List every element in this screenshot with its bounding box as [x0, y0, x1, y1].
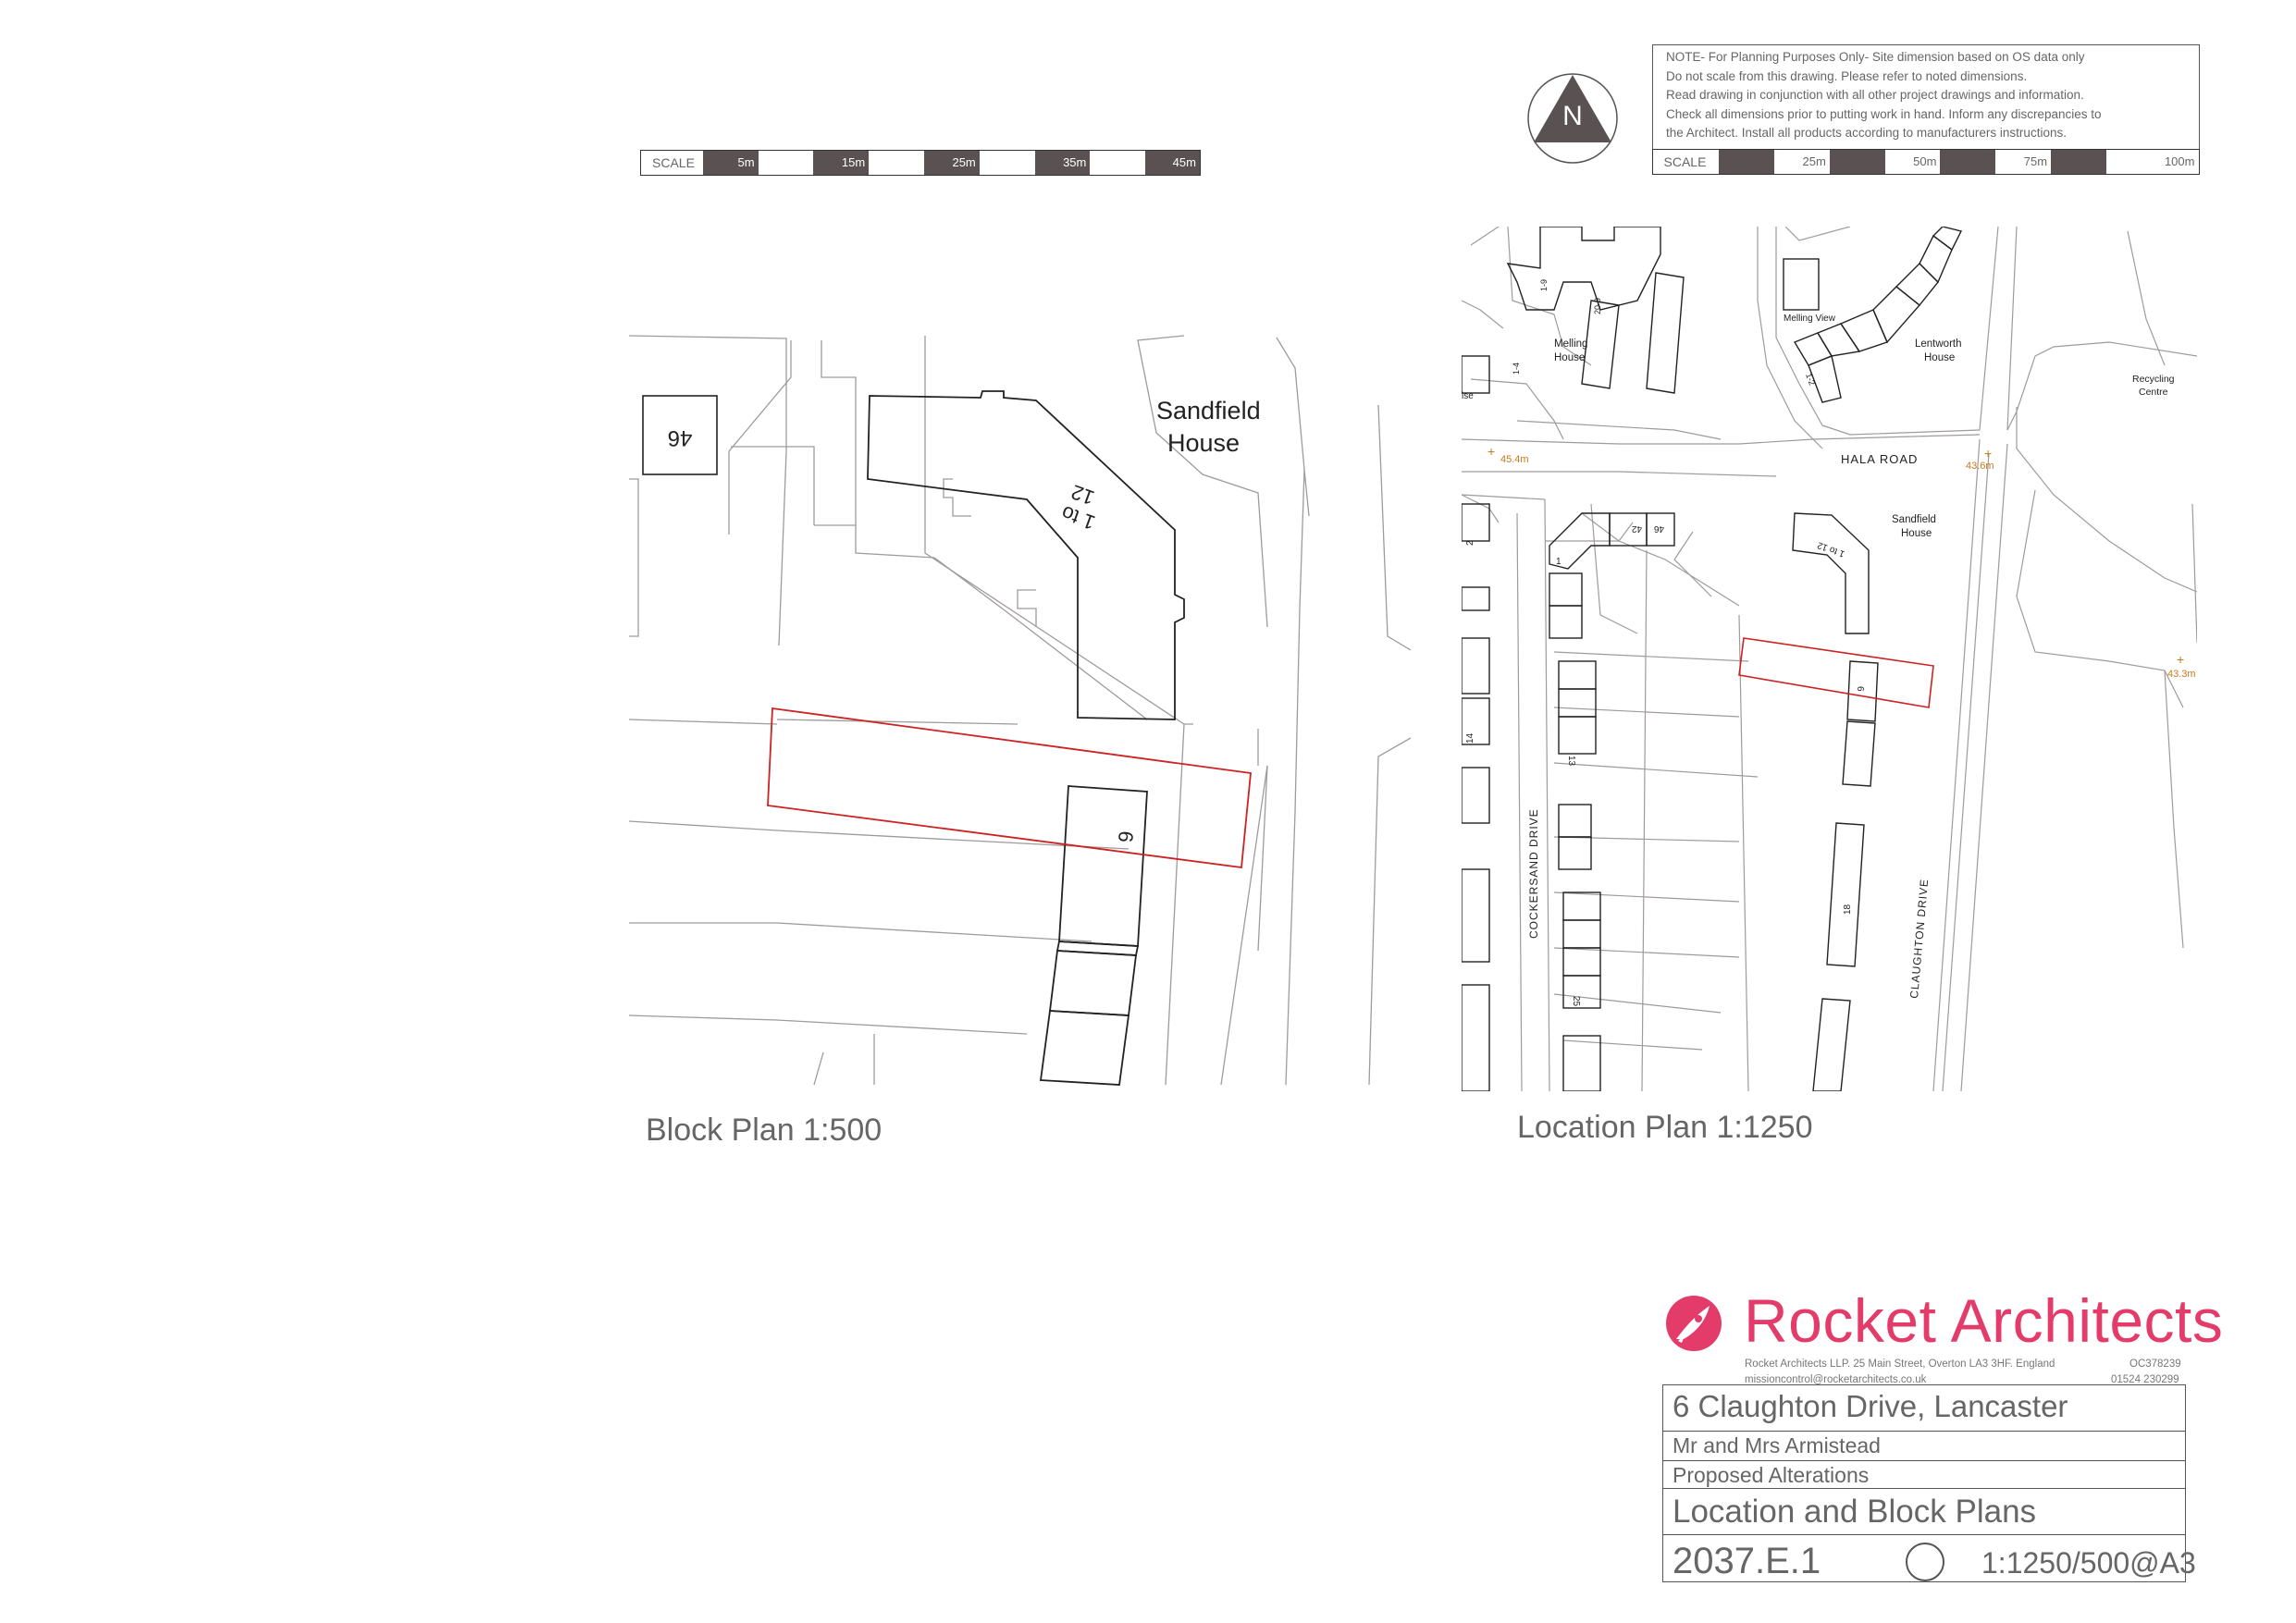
drawing-description: Proposed Alterations — [1673, 1463, 1870, 1487]
level-45-4-label: 45.4m — [1500, 454, 1529, 465]
drawing-title: Location and Block Plans — [1673, 1494, 2037, 1530]
drawing-scale: 1:1250/500@A3 — [1981, 1546, 2196, 1580]
level-43-3-label: 43.3m — [2167, 669, 2196, 680]
house-2-label: 2 — [1465, 540, 1475, 546]
house-1-9-label: 1-9 — [1539, 279, 1549, 291]
level-marker-icon: + — [1984, 446, 1992, 461]
note-line: Check all dimensions prior to putting wo… — [1666, 106, 2102, 121]
hala-road-label: HALA ROAD — [1841, 452, 1918, 466]
sandfield-house-label-1: Sandfield — [1156, 397, 1261, 424]
notes-text: NOTE- For Planning Purposes Only- Site d… — [1666, 48, 2101, 143]
location-plan-drawing: Melling House Melling View Lentworth Hou… — [1462, 227, 2197, 1091]
level-marker-icon: + — [1487, 444, 1495, 459]
note-line: the Architect. Install all products acco… — [1666, 126, 2067, 140]
location-plan-caption: Location Plan 1:1250 — [1517, 1110, 1813, 1145]
sandfield-house-label-2: House — [1167, 429, 1240, 457]
house-1-4-label: 1-4 — [1512, 363, 1521, 375]
recycling-centre-label-1: Recycling — [2132, 374, 2175, 385]
company-phone: 01524 230299 — [2111, 1374, 2179, 1385]
claughton-drive-label: CLAUGHTON DRIVE — [1907, 878, 1931, 999]
melling-house-label-1: Melling — [1554, 338, 1587, 350]
note-line: Do not scale from this drawing. Please r… — [1666, 68, 2028, 83]
revision-circle-icon — [1906, 1543, 1944, 1581]
north-arrow-icon: N — [1527, 73, 1618, 164]
note-line: Read drawing in conjunction with all oth… — [1666, 88, 2084, 102]
house-1-2-label: 1-2 — [1804, 372, 1817, 387]
company-name: Rocket Architects — [1744, 1286, 2224, 1355]
house-number-6: 6 — [1114, 830, 1138, 843]
recycling-centre-label-2: Centre — [2139, 387, 2168, 398]
company-address: Rocket Architects LLP. 25 Main Street, O… — [1745, 1359, 2055, 1370]
sandfield-small-label-2: House — [1901, 528, 1932, 539]
house-42-label: 42 — [1631, 523, 1642, 534]
scale-bar-block-plan: SCALE 5m 15m 25m 35m 45m — [640, 150, 1201, 176]
scale-mark: 5m — [737, 155, 755, 169]
scale-mark: 15m — [841, 155, 866, 169]
house-1-label: 1 — [1556, 557, 1562, 567]
melling-view-label: Melling View — [1784, 314, 1836, 324]
north-letter: N — [1562, 101, 1583, 131]
lentworth-house-label-2: House — [1924, 352, 1955, 363]
melling-house-label-2: House — [1554, 352, 1585, 363]
level-43-6-label: 43.6m — [1966, 461, 1994, 472]
company-email: missioncontrol@rocketarchitects.co.uk — [1745, 1374, 1927, 1385]
note-line: NOTE- For Planning Purposes Only- Site d… — [1666, 50, 2085, 64]
scale-mark: 25m — [1802, 154, 1826, 168]
scale-mark: 50m — [1913, 154, 1937, 168]
scale-mark: 75m — [2023, 154, 2048, 168]
project-title: 6 Claughton Drive, Lancaster — [1673, 1389, 2068, 1423]
scale-mark: 45m — [1172, 155, 1196, 169]
rocket-logo-icon — [1666, 1296, 1722, 1351]
block-plan-caption: Block Plan 1:500 — [646, 1113, 883, 1148]
company-reg: OC378239 — [2129, 1359, 2181, 1370]
scale-mark: 100m — [2164, 154, 2195, 168]
title-block: 6 Claughton Drive, Lancaster Mr and Mrs … — [1662, 1384, 2196, 1582]
house-46-label: 46 — [1653, 523, 1664, 534]
scale-mark: 35m — [1063, 155, 1087, 169]
notes-box: NOTE- For Planning Purposes Only- Site d… — [1651, 44, 2200, 175]
block-plan-drawing: 46 Sandfield House 1 to 12 6 — [629, 335, 1412, 1086]
scale-label: SCALE — [652, 155, 695, 170]
scale-mark: 25m — [952, 155, 976, 169]
house-20-label: 20-9 — [1593, 298, 1602, 314]
house-13-label: 13 — [1566, 756, 1576, 767]
client-name: Mr and Mrs Armistead — [1673, 1433, 1881, 1457]
scale-label: SCALE — [1663, 154, 1707, 169]
scale-bar-location-plan: SCALE 25m 50m 75m 100m — [1651, 149, 2200, 175]
flats-small-label: 1 to 12 — [1816, 539, 1846, 559]
house-number-46: 46 — [668, 425, 693, 450]
drawing-number: 2037.E.1 — [1673, 1541, 1821, 1581]
lentworth-house-label-1: Lentworth — [1915, 338, 1962, 350]
house-18-label: 18 — [1843, 904, 1853, 915]
house-25-label: 25 — [1571, 996, 1581, 1007]
level-marker-icon: + — [2177, 652, 2184, 667]
house-6-label: 6 — [1855, 686, 1865, 692]
house-14-label: 14 — [1465, 732, 1475, 744]
cockersand-drive-label: COCKERSAND DRIVE — [1527, 808, 1540, 939]
partial-house-label: ise — [1462, 391, 1474, 401]
sandfield-small-label-1: Sandfield — [1892, 514, 1936, 525]
